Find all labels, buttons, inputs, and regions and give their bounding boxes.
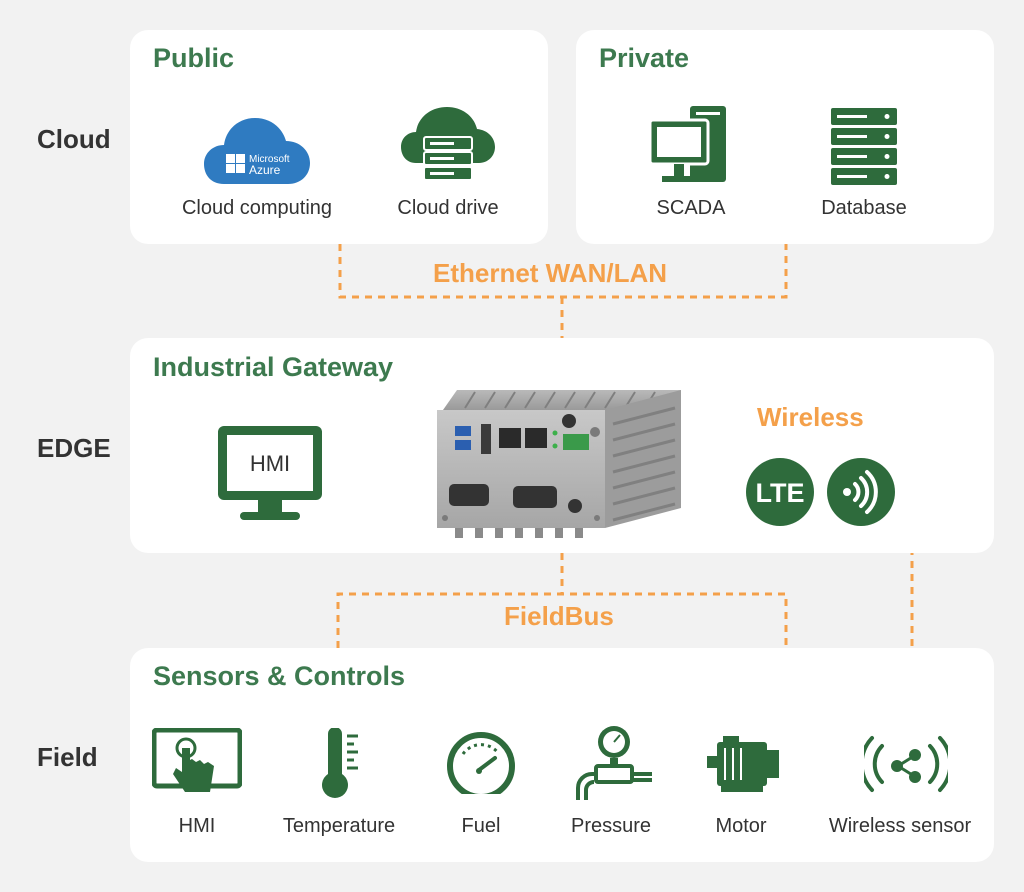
sensor-label-pressure: Pressure: [570, 815, 652, 837]
cloud-computing-label: Cloud computing: [181, 197, 333, 219]
tier-label-cloud: Cloud: [37, 124, 111, 154]
pressure-gauge-icon: [574, 724, 654, 802]
sensor-label-motor: Motor: [715, 815, 767, 837]
ethernet-line: [338, 244, 788, 338]
fieldbus-line: [336, 553, 788, 648]
database-label: Database: [821, 197, 907, 219]
tier-label-field: Field: [37, 742, 98, 772]
computer-tower-icon: [650, 106, 738, 186]
gauge-icon: [443, 730, 519, 800]
motor-icon: [707, 736, 779, 792]
panel-title: Private: [599, 43, 690, 73]
sensor-label-hmi: HMI: [178, 815, 216, 837]
panel-title: Public: [153, 43, 235, 73]
azure-logo-line2: Azure: [249, 163, 281, 177]
thermometer-icon: [320, 728, 360, 802]
touchscreen-icon: [152, 728, 242, 802]
tier-label-edge: EDGE: [37, 433, 111, 463]
server-rack-icon: [831, 108, 897, 186]
panel-title: Sensors & Controls: [153, 661, 406, 691]
ethernet-label: Ethernet WAN/LAN: [433, 258, 667, 288]
sensors-controls-panel: Sensors & Controls HMI Temperature Fuel: [130, 648, 994, 862]
gateway-device-icon: [435, 388, 687, 540]
lte-icon: LTE: [746, 458, 814, 526]
monitor-icon: HMI: [218, 426, 322, 522]
azure-logo-line1: Microsoft: [249, 154, 290, 165]
wireless-label: Wireless: [757, 402, 864, 432]
private-cloud-panel: Private SCADA Databa: [576, 30, 994, 244]
wifi-signal-icon: [827, 458, 895, 526]
sensor-label-wireless-sensor: Wireless sensor: [828, 815, 972, 837]
panel-title: Industrial Gateway: [153, 352, 394, 382]
cloud-drive-label: Cloud drive: [397, 197, 499, 219]
hmi-screen-label: HMI: [250, 451, 290, 476]
scada-label: SCADA: [656, 197, 726, 219]
sensor-label-fuel: Fuel: [461, 815, 501, 837]
public-cloud-panel: Public Microsoft Azure Cloud computing C: [130, 30, 548, 244]
industrial-gateway-panel: Industrial Gateway HMI: [130, 338, 994, 553]
azure-cloud-icon: Microsoft Azure: [202, 114, 312, 186]
cloud-server-icon: [400, 105, 496, 187]
sensor-label-temperature: Temperature: [282, 815, 396, 837]
wireless-sensor-icon: [864, 732, 948, 796]
fieldbus-label: FieldBus: [504, 601, 614, 631]
lte-text: LTE: [756, 478, 805, 508]
